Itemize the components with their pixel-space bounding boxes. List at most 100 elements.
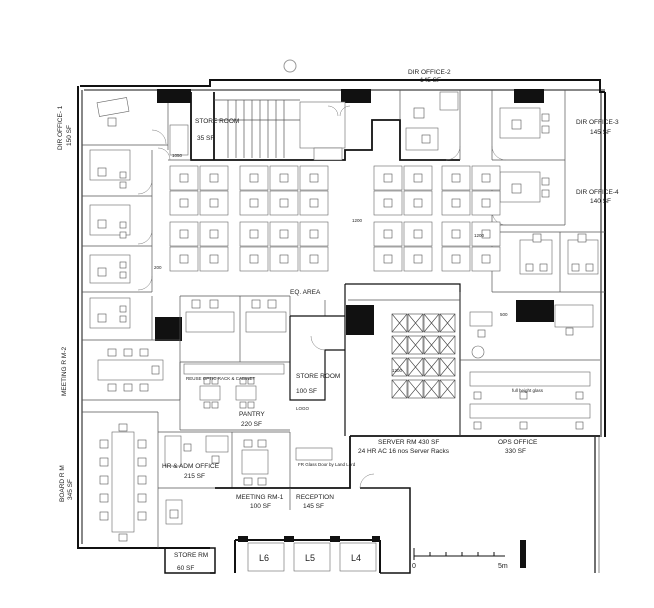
server-rack: [407, 357, 424, 377]
store-room-top: [168, 92, 460, 161]
store-room-mid-area: 100 SF: [296, 388, 317, 395]
server-rack-mark: [407, 357, 424, 377]
dir-office-1-area: 150 SF: [66, 125, 73, 146]
workstation-desk: [199, 221, 229, 247]
dir-office-2-name: DIR OFFICE-2: [408, 69, 451, 76]
workstation-chair: [481, 229, 491, 239]
server-rack: [391, 379, 408, 399]
left-offices: [82, 97, 180, 341]
dir-office-1-name: DIR OFFICE- 1: [57, 105, 64, 150]
server-rack-mark: [439, 335, 456, 355]
lift-l6-label: L6: [259, 553, 269, 563]
workstation-chair: [179, 229, 189, 239]
workstation-chair: [209, 198, 219, 208]
dim-1050: 1050: [172, 153, 183, 158]
workstation-desk: [169, 165, 199, 191]
reception-name: RECEPTION: [296, 494, 334, 501]
reception-area-value: 145 SF: [303, 503, 324, 510]
ops-office-area: 330 SF: [505, 448, 526, 455]
store-rm-bottom-area: 60 SF: [177, 565, 194, 572]
server-rack-mark: [423, 335, 440, 355]
server-rack-mark: [439, 313, 456, 333]
dim-1200c: 1200: [392, 368, 403, 373]
server-room: [344, 283, 461, 436]
meeting-rm-1-name: MEETING RM-1: [236, 494, 284, 501]
meeting-room-1: [232, 431, 291, 488]
dir-office-4-area: 140 SF: [590, 198, 611, 205]
workstation-chair: [309, 198, 319, 208]
workstation-chair: [413, 173, 423, 183]
server-rack: [423, 357, 440, 377]
workstation-chair: [451, 198, 461, 208]
server-rack-mark: [407, 313, 424, 333]
workstation-chair: [179, 173, 189, 183]
server-rack-mark: [407, 335, 424, 355]
workstation-clusters: [169, 165, 501, 272]
workstation-chair: [481, 198, 491, 208]
workstation-chair: [383, 254, 393, 264]
north-mark: [283, 59, 297, 73]
dir-office-2: [399, 90, 461, 160]
dir-office-4-name: DIR OFFICE-4: [576, 189, 619, 196]
server-rack: [407, 379, 424, 399]
store-room-top-name: STORE ROOM: [195, 118, 239, 125]
lift-l4-label: L4: [351, 553, 361, 563]
workstation-chair: [451, 173, 461, 183]
scale-bar: [413, 540, 526, 568]
hr-adm-name: HR & ADM OFFICE: [162, 463, 220, 470]
workstation-chair: [383, 173, 393, 183]
workstation-chair: [209, 254, 219, 264]
reuse-note: REUSE OPTIC RACK & CABINET: [186, 376, 256, 381]
server-rack: [391, 313, 408, 333]
store-room-mid-name: STORE ROOM: [296, 373, 340, 380]
workstation-chair: [481, 254, 491, 264]
workstation-desk: [373, 165, 403, 191]
lift-l5: [293, 542, 331, 572]
board-room: [82, 411, 159, 548]
meeting-room-2: [82, 340, 181, 401]
office-door: [157, 147, 171, 161]
server-rack: [423, 379, 440, 399]
workstation-chair: [481, 173, 491, 183]
server-rack-mark: [423, 357, 440, 377]
server-rack: [439, 335, 456, 355]
workstation-chair: [383, 198, 393, 208]
structural-columns: [155, 89, 554, 341]
server-racks: [391, 313, 456, 399]
server-rack-mark: [439, 357, 456, 377]
workstation-chair: [279, 173, 289, 183]
workstation-chair: [209, 173, 219, 183]
server-rm-note: 24 HR AC 16 nos Server Racks: [358, 448, 450, 455]
stair-core: [214, 99, 351, 161]
dim-1200a: 1200: [352, 218, 363, 223]
workstation-chair: [249, 229, 259, 239]
workstation-chair: [383, 229, 393, 239]
scale-start: 0: [412, 563, 416, 570]
board-rm-name: BOARD R M: [59, 465, 66, 502]
hr-adm-area: 215 SF: [184, 473, 205, 480]
workstation-chair: [451, 229, 461, 239]
server-rack: [391, 335, 408, 355]
server-rack-mark: [423, 313, 440, 333]
workstation-chair: [279, 229, 289, 239]
scale-end: 5m: [498, 563, 508, 570]
ops-office: [459, 292, 600, 436]
lift-l6: [247, 542, 285, 572]
server-rack-mark: [391, 313, 408, 333]
server-rack-mark: [407, 379, 424, 399]
store-rm-bottom-name: STORE RM: [174, 552, 208, 559]
ops-office-name: OPS OFFICE: [498, 439, 538, 446]
corridor-door: [445, 145, 461, 161]
server-rack: [391, 357, 408, 377]
dir-office-3-name: DIR OFFICE-3: [576, 119, 619, 126]
server-rack: [439, 313, 456, 333]
fr-glass-note: FR Glass Door by Land Lord: [298, 462, 356, 467]
workstation-chair: [249, 254, 259, 264]
workstation-desk: [373, 246, 403, 272]
right-offices: [491, 90, 605, 233]
dir-office-3-area: 145 SF: [590, 129, 611, 136]
workstation-chair: [249, 198, 259, 208]
lift-l5-label: L5: [305, 553, 315, 563]
lift-lobby: [234, 536, 381, 573]
